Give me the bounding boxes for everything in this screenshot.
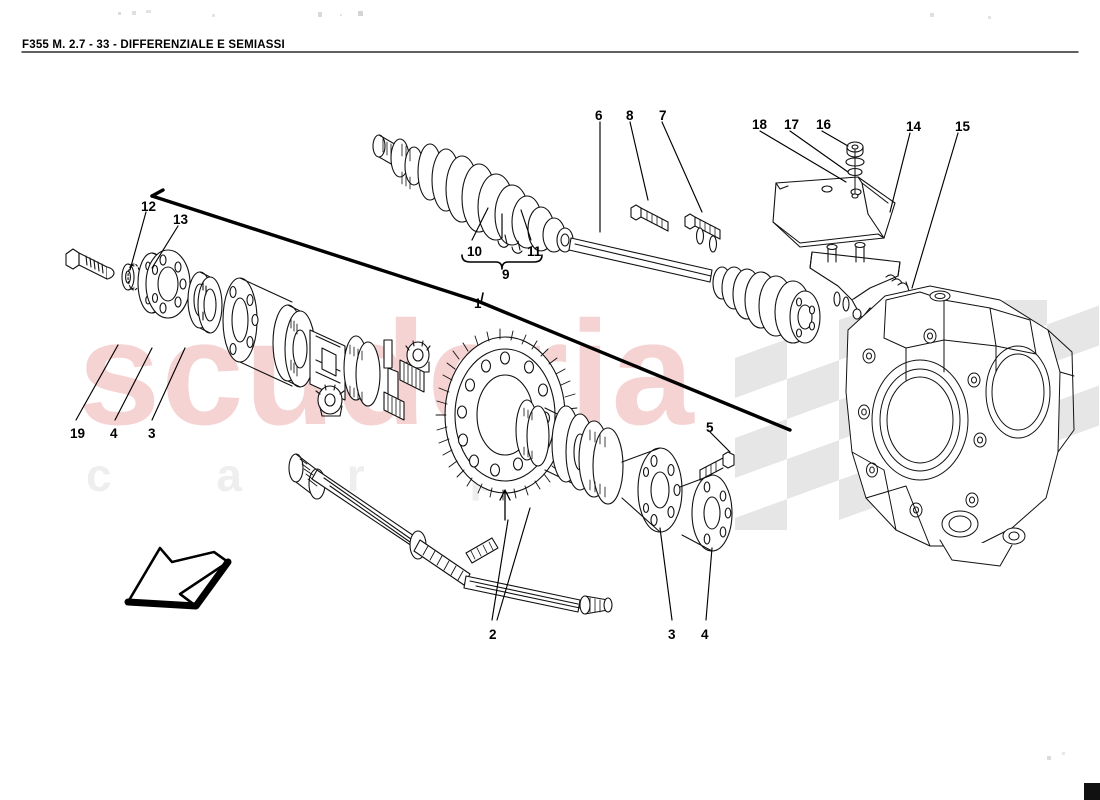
callout-13: 13 <box>173 212 189 227</box>
scan-speck <box>212 14 215 17</box>
callout-10: 10 <box>467 244 483 259</box>
scan-speck <box>118 12 121 15</box>
callout-18: 18 <box>752 117 768 132</box>
callout-15: 15 <box>955 119 971 134</box>
scan-speck <box>132 11 136 15</box>
callout-3b: 3 <box>668 627 676 642</box>
callout-9: 9 <box>502 267 510 282</box>
scan-speck <box>930 13 934 17</box>
scan-speck <box>318 12 322 17</box>
scan-speck <box>340 14 342 16</box>
scan-speck <box>1047 756 1051 760</box>
callout-2: 2 <box>489 627 497 642</box>
scan-speck <box>358 11 363 16</box>
callout-4b: 4 <box>701 627 709 642</box>
scan-speck <box>988 16 991 19</box>
callout-8: 8 <box>626 108 634 123</box>
callout-6: 6 <box>595 108 603 123</box>
callout-7: 7 <box>659 108 667 123</box>
registration-mark-bottom-right <box>1084 783 1100 800</box>
callout-17: 17 <box>784 117 800 132</box>
page-title: F355 M. 2.7 - 33 - DIFFERENZIALE E SEMIA… <box>22 39 285 51</box>
callout-14: 14 <box>906 119 922 134</box>
scan-speck <box>146 10 151 13</box>
scan-speck <box>1062 752 1065 755</box>
callout-1: 1 <box>474 296 482 311</box>
callout-4: 4 <box>110 426 118 441</box>
callout-11: 11 <box>527 244 542 259</box>
callout-3: 3 <box>148 426 156 441</box>
callout-12: 12 <box>141 199 157 214</box>
callout-5: 5 <box>706 420 714 435</box>
callout-19: 19 <box>70 426 86 441</box>
callout-16: 16 <box>816 117 832 132</box>
